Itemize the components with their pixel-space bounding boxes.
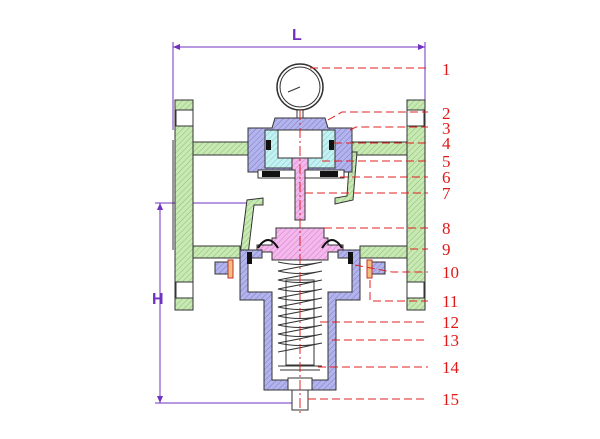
dimension-length: L xyxy=(172,27,426,130)
part-label-5: 5 xyxy=(442,152,451,171)
leader-lines xyxy=(305,67,428,400)
part-label-10: 10 xyxy=(442,263,459,282)
dimension-height: H xyxy=(152,202,300,404)
part-label-4: 4 xyxy=(442,134,451,153)
part-label-1: 1 xyxy=(442,60,451,79)
part-label-3: 3 xyxy=(442,119,451,138)
part-label-11: 11 xyxy=(442,292,458,311)
part-label-14: 14 xyxy=(442,358,460,377)
part-label-2: 2 xyxy=(442,104,451,123)
part-label-9: 9 xyxy=(442,240,451,259)
part-label-7: 7 xyxy=(442,184,451,203)
valve-body xyxy=(172,99,426,311)
part-labels: 1 2 3 4 5 6 7 8 9 10 11 12 13 14 15 xyxy=(442,60,460,409)
height-label: H xyxy=(152,291,164,308)
part-label-15: 15 xyxy=(442,390,459,409)
part-label-6: 6 xyxy=(442,168,451,187)
part-label-8: 8 xyxy=(442,219,451,238)
length-label: L xyxy=(292,27,302,44)
part-label-12: 12 xyxy=(442,313,459,332)
springs xyxy=(277,110,323,415)
part-label-13: 13 xyxy=(442,331,459,350)
